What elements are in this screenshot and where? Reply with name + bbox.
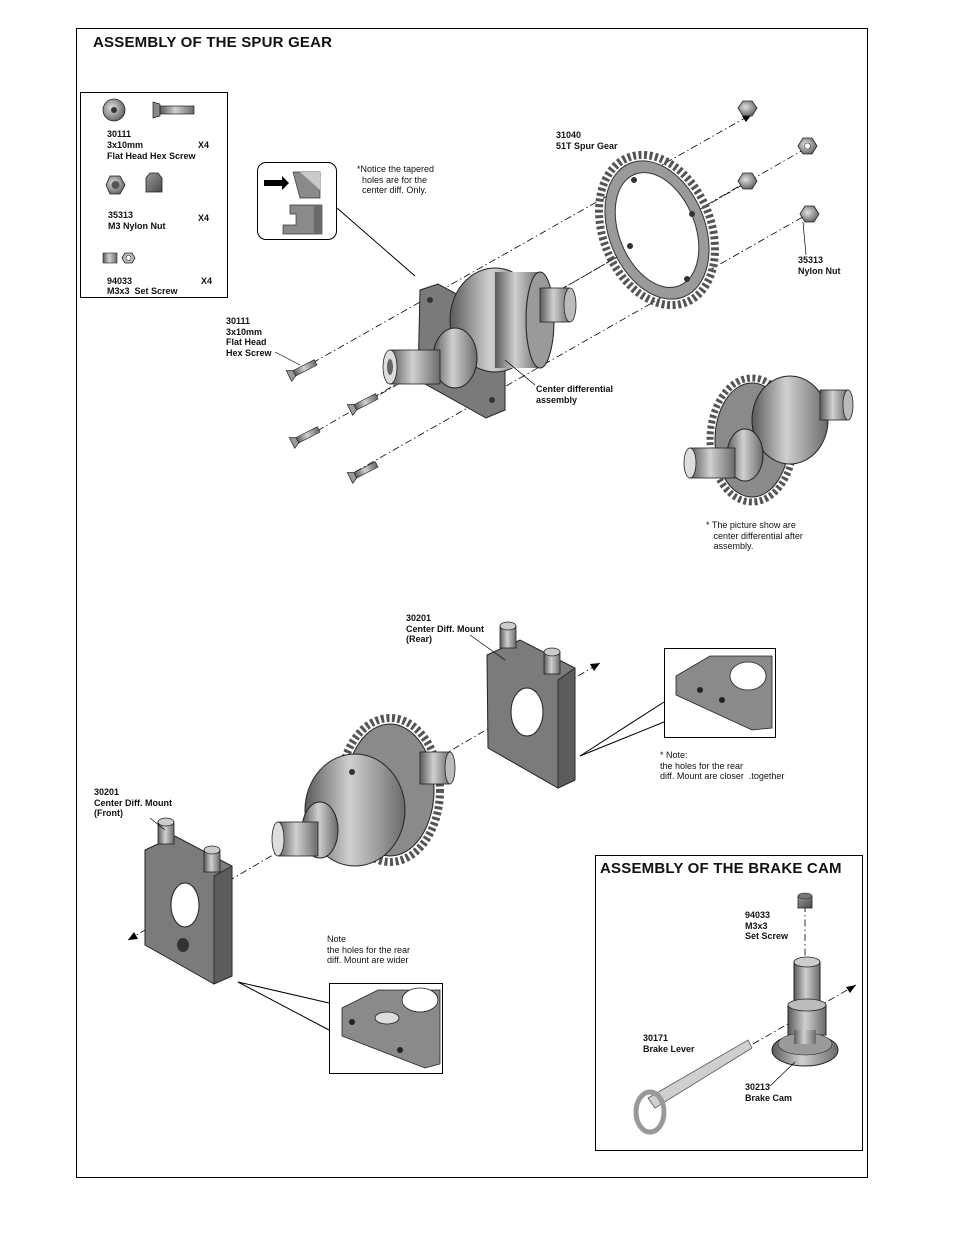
note-rear-closer: * Note: the holes for the rear diff. Mou… <box>660 750 785 781</box>
flat-head-screw-icon <box>102 98 195 122</box>
label-center-diff: Center differential assembly <box>536 384 614 405</box>
rear-mount-detail-box <box>664 648 776 738</box>
brake-cam-title: ASSEMBLY OF THE BRAKE CAM <box>600 860 842 877</box>
label-set-screw: 94033 M3x3 Set Screw <box>745 910 789 941</box>
part-name-30111: Flat Head Hex Screw <box>107 151 196 161</box>
label-flat-head-screw: 30111 3x10mm Flat Head Hex Screw <box>226 316 272 358</box>
spur-gear-title: ASSEMBLY OF THE SPUR GEAR <box>93 34 333 51</box>
note-rear-wider: Note the holes for the rear diff. Mount … <box>327 934 411 965</box>
set-screw-icon <box>102 252 136 264</box>
part-qty-30111: X4 <box>198 140 210 150</box>
label-mount-front: 30201 Center Diff. Mount (Front) <box>94 787 172 818</box>
page-frame <box>76 28 868 1178</box>
label-nylon-nut: 35313 Nylon Nut <box>798 255 841 276</box>
brake-cam-frame <box>595 855 863 1151</box>
center-diff-exploded-icon <box>382 267 577 419</box>
part-code-35313: 35313 <box>108 210 134 220</box>
front-diff-mount-icon <box>144 817 233 985</box>
rear-mount-detail-icon <box>675 655 773 731</box>
part-code-30111: 30111 <box>107 129 132 139</box>
brake-lever-icon <box>633 1039 753 1135</box>
center-diff-assembled-icon <box>683 374 854 506</box>
part-qty-35313: X4 <box>198 213 210 223</box>
part-qty-94033: X4 <box>201 276 213 286</box>
label-brake-cam: 30213 Brake Cam <box>745 1082 793 1103</box>
center-diff-middle-icon <box>271 714 456 867</box>
part-spec-35313: M3 Nylon Nut <box>108 221 166 231</box>
brake-cam-icon <box>771 956 839 1067</box>
part-spec-94033: M3x3 Set Screw <box>107 286 178 296</box>
flat-head-screw-icon <box>285 359 379 485</box>
part-spec-30111: 3x10mm <box>107 140 144 150</box>
parts-box <box>80 92 228 298</box>
label-mount-rear: 30201 Center Diff. Mount (Rear) <box>406 613 484 644</box>
nylon-nut-icon <box>105 172 163 195</box>
note-picture-show: * The picture show are center differenti… <box>706 520 803 551</box>
note-tapered-holes: *Notice the tapered holes are for the ce… <box>357 164 435 195</box>
set-screw-icon <box>797 892 813 909</box>
rear-diff-mount-icon <box>486 621 576 789</box>
tapered-detail-icon <box>264 171 323 235</box>
front-mount-detail-icon <box>341 987 441 1069</box>
label-brake-lever: 30171 Brake Lever <box>643 1033 695 1054</box>
spur-gear-icon <box>595 150 719 310</box>
part-code-94033: 94033 <box>107 276 133 286</box>
label-spur-gear: 31040 51T Spur Gear <box>556 130 618 151</box>
front-mount-detail-box <box>329 983 443 1074</box>
nylon-nut-icon <box>737 100 820 223</box>
